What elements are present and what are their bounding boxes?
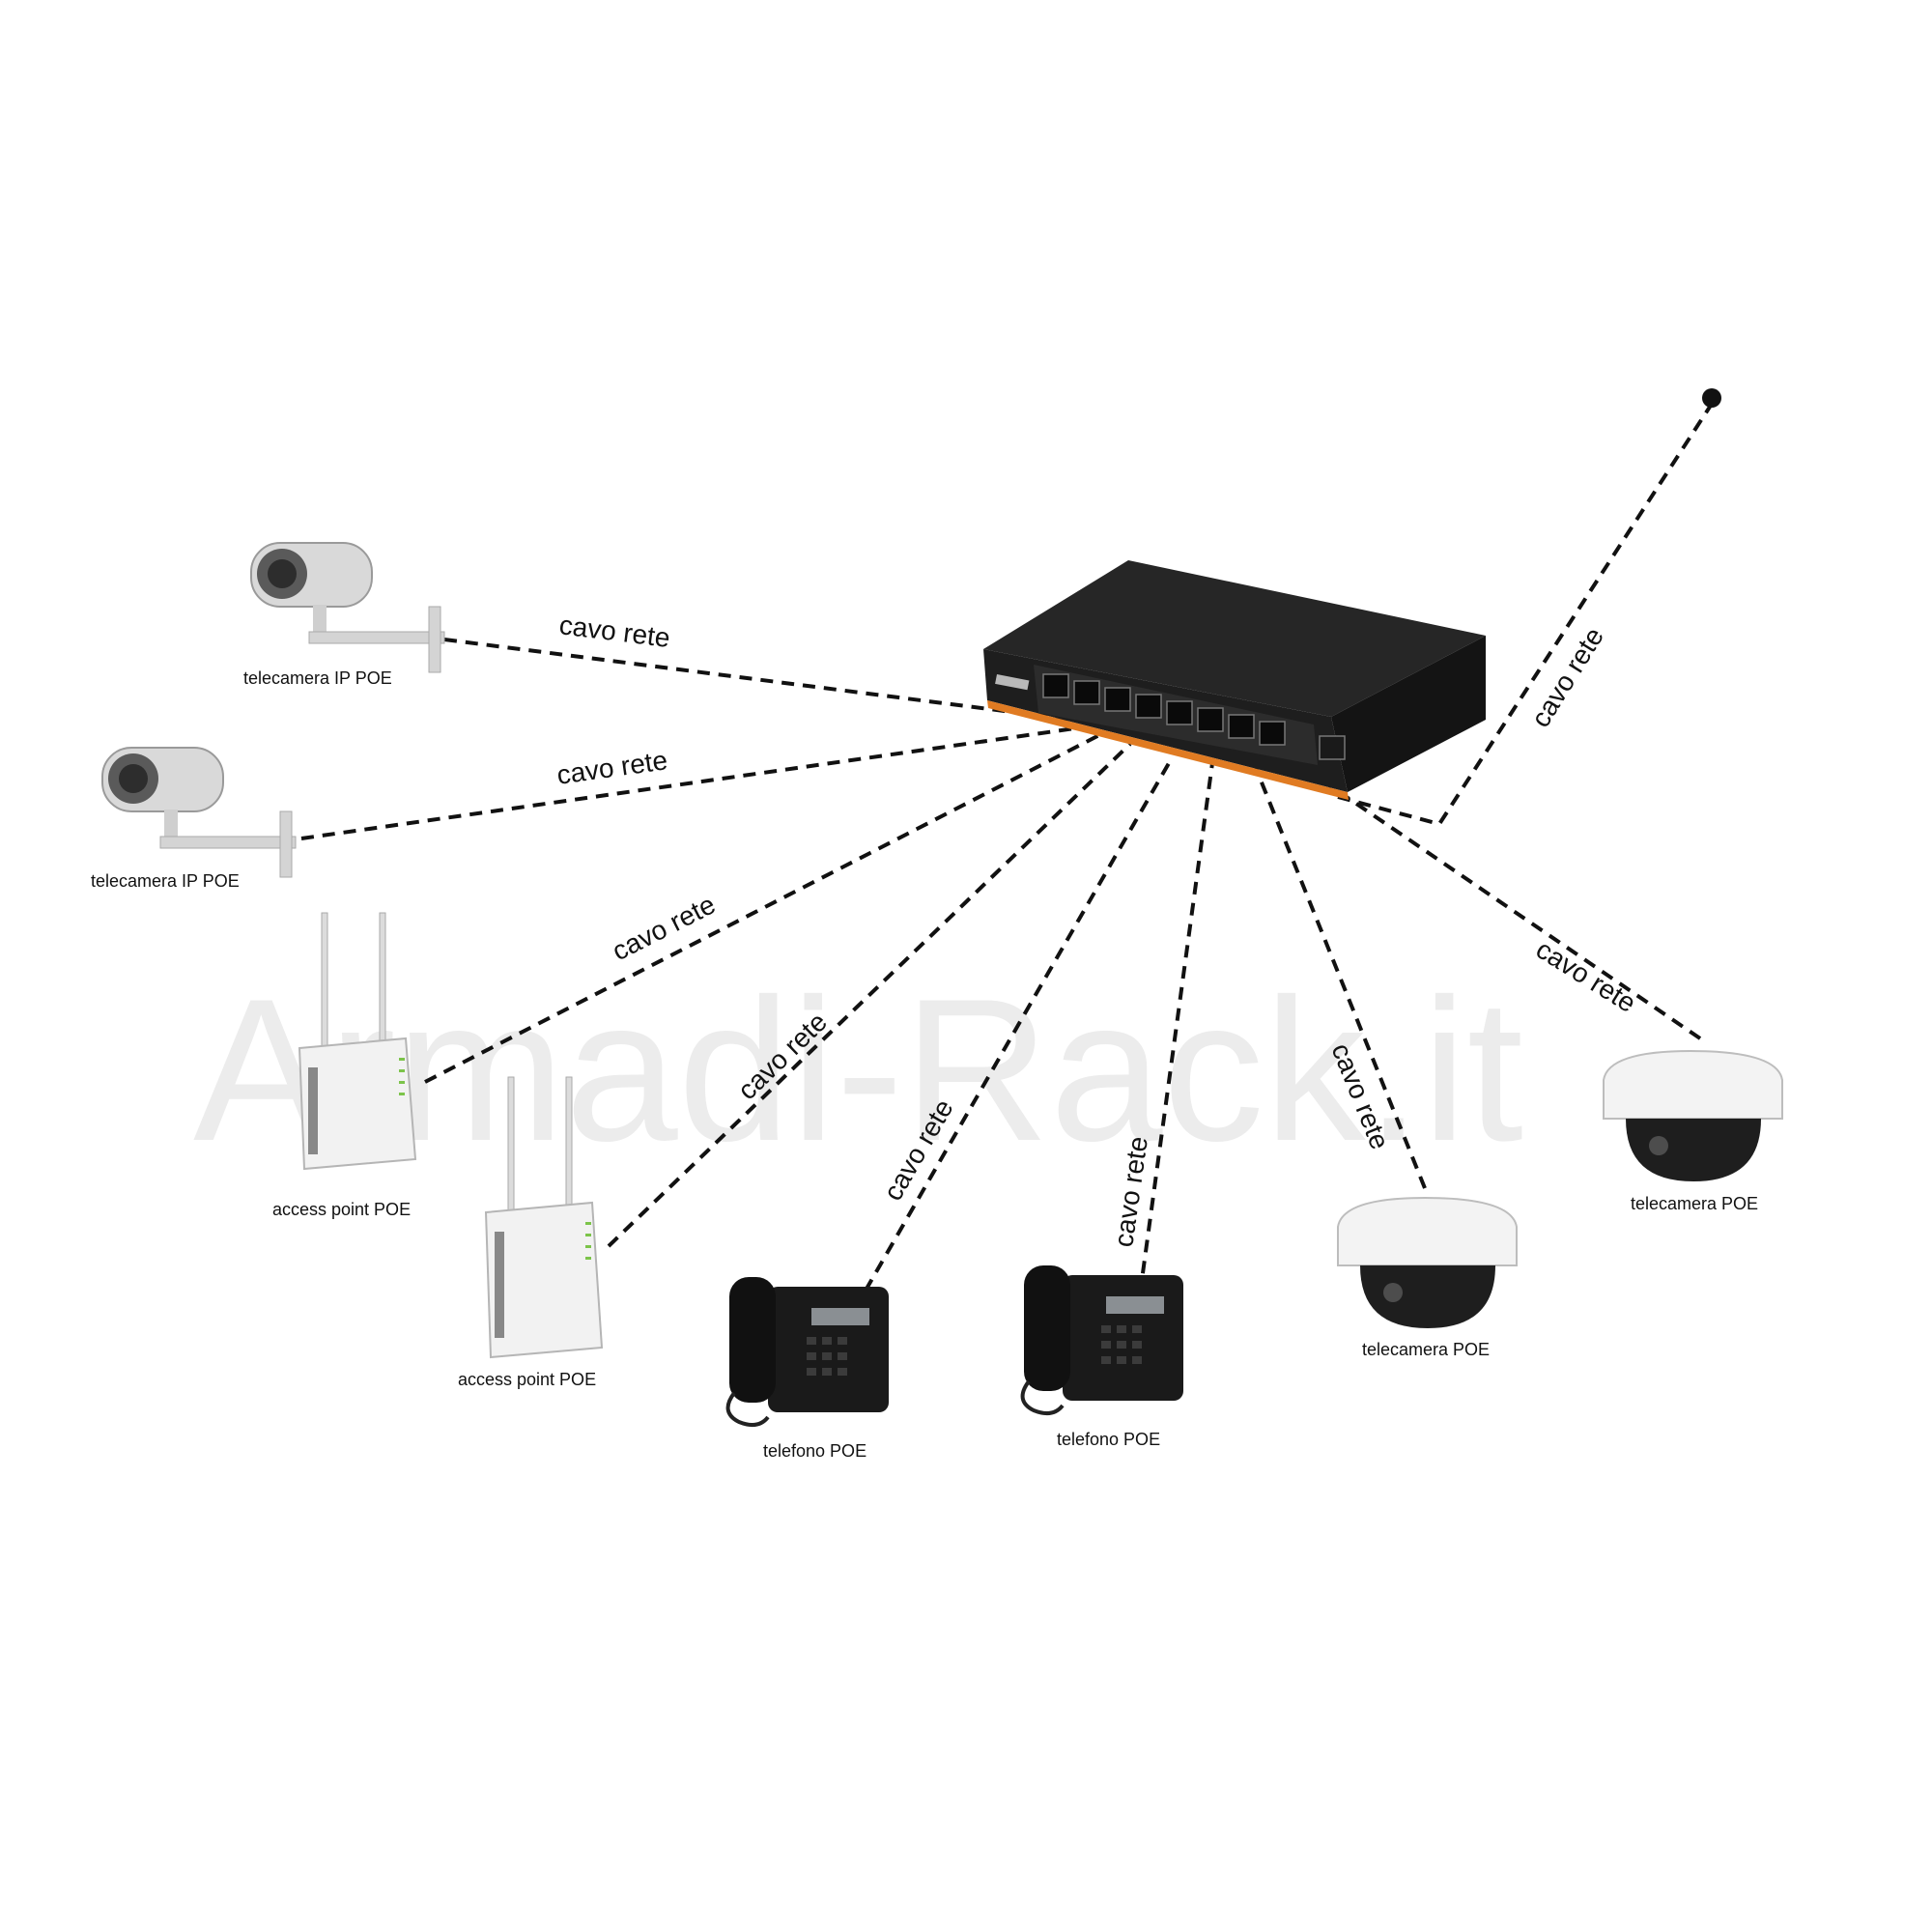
dome-camera-2 <box>1603 1049 1783 1181</box>
cable-label: cavo rete <box>557 610 671 653</box>
cable-line-phone-2 <box>1138 762 1214 1295</box>
dome-camera-1-label: telecamera POE <box>1362 1340 1490 1359</box>
ip-camera-1 <box>250 542 445 673</box>
dome-camera-2-label: telecamera POE <box>1631 1194 1758 1213</box>
access-point-2-label: access point POE <box>458 1370 596 1389</box>
phone-2 <box>1020 1265 1183 1416</box>
ip-camera-2-label: telecamera IP POE <box>91 871 240 891</box>
cable-line-ip-camera-1 <box>443 638 1073 722</box>
ip-camera-2 <box>101 747 297 878</box>
cable-label: cavo rete <box>608 889 721 966</box>
cable-line-ip-camera-2 <box>300 725 1083 840</box>
poe-switch <box>983 560 1486 800</box>
phone-1-label: telefono POE <box>763 1441 867 1461</box>
uplink-endpoint <box>1702 388 1721 408</box>
access-point-1 <box>298 912 417 1171</box>
cable-label: cavo rete <box>1525 622 1609 732</box>
dome-camera-1 <box>1337 1196 1518 1328</box>
ip-camera-1-label: telecamera IP POE <box>243 668 392 688</box>
phone-2-label: telefono POE <box>1057 1430 1160 1449</box>
cable-line-dome-camera-1 <box>1254 767 1427 1189</box>
access-point-2 <box>484 1076 604 1359</box>
switch-ports <box>1042 673 1346 760</box>
cable-label: cavo rete <box>1531 934 1641 1018</box>
access-point-1-label: access point POE <box>272 1200 411 1219</box>
cable-line-dome-camera-2 <box>1302 766 1702 1040</box>
cable-lines <box>300 388 1721 1310</box>
phone-1 <box>725 1277 889 1428</box>
cable-line-access-point-2 <box>607 742 1132 1248</box>
cable-label: cavo rete <box>555 745 669 790</box>
